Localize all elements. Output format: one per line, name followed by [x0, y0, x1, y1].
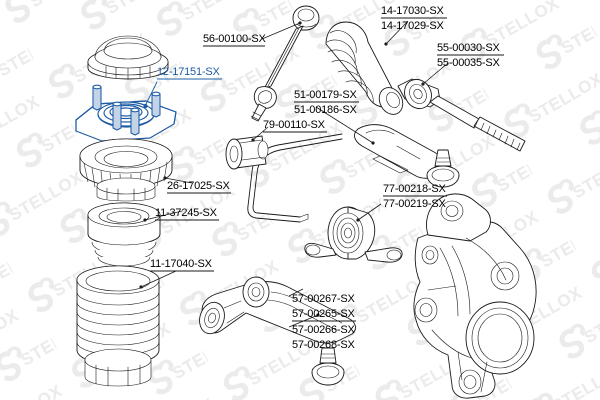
part-label-51-00179-sx: 51-00179-SX	[294, 89, 357, 101]
part-bump-stop	[87, 202, 183, 267]
part-label-14-17029-sx: 14-17029-SX	[381, 20, 444, 32]
part-label-57-00268-sx: 57-00268-SX	[292, 339, 355, 351]
part-label-11-17040-sx: 11-17040-SX	[150, 258, 212, 270]
part-label-55-00030-sx: 55-00030-SX	[437, 42, 500, 54]
part-label-77-00218-sx: 77-00218-SX	[383, 183, 446, 195]
part-label-57-00267-sx: 57-00267-SX	[292, 293, 355, 305]
part-label-79-00110-sx: 79-00110-SX	[263, 119, 325, 131]
part-label-55-00035-sx: 55-00035-SX	[437, 57, 500, 69]
strut-mount-studs	[92, 84, 161, 136]
part-label-77-00219-sx: 77-00219-SX	[383, 198, 446, 210]
part-upper-strut-cap	[87, 35, 169, 80]
part-dust-boot	[76, 265, 177, 387]
part-inner-tie-rod	[397, 62, 526, 152]
part-label-51-00186-sx: 51-00186-SX	[294, 104, 357, 116]
part-stabilizer-link	[250, 5, 320, 122]
part-label-14-17030-sx: 14-17030-SX	[381, 5, 444, 17]
part-label-26-17025-sx: 26-17025-SX	[167, 180, 230, 192]
part-label-11-37245-sx: 11-37245-SX	[155, 207, 217, 219]
part-stabilizer-bar	[225, 126, 343, 223]
part-lower-control-arm	[199, 276, 356, 386]
part-strut-mount-highlighted	[75, 81, 177, 142]
part-label-57-00265-sx: 57-00265-SX	[292, 308, 355, 320]
part-label-12-17151-sx-highlighted: 12-17151-SX	[157, 66, 220, 78]
part-spring-seat-bearing	[79, 138, 193, 202]
part-label-56-00100-sx: 56-00100-SX	[203, 33, 266, 45]
part-label-57-00266-sx: 57-00266-SX	[292, 324, 355, 336]
part-steering-knuckle	[413, 193, 537, 399]
part-control-arm-bushing	[304, 203, 403, 263]
part-steering-rack-boot	[325, 20, 409, 115]
part-outer-tie-rod-end	[315, 106, 460, 188]
